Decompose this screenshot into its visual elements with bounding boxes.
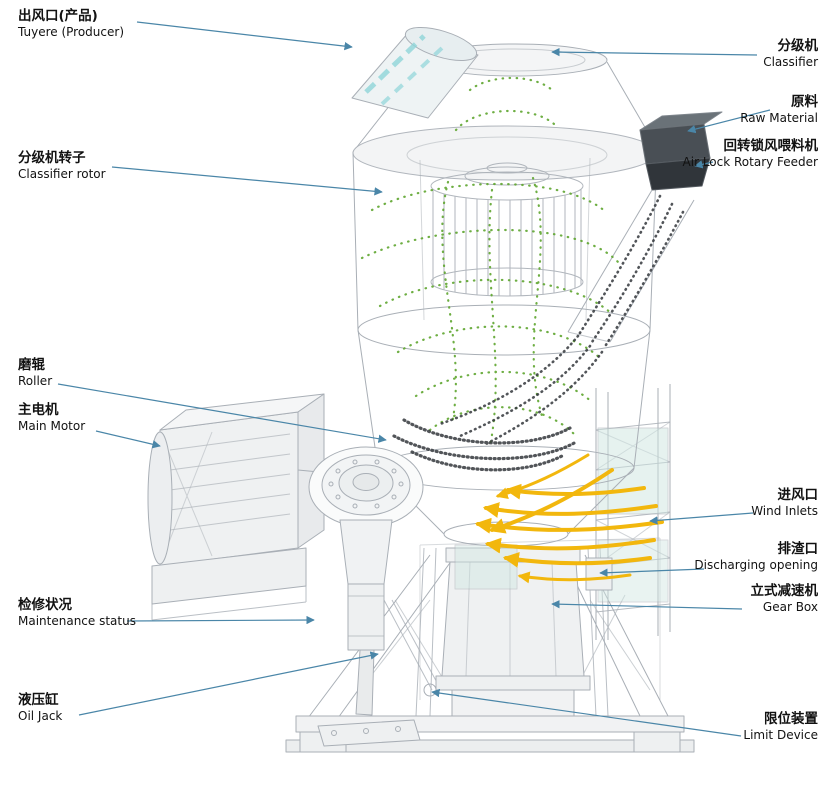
air-lock-rotary-feeder (639, 111, 723, 191)
label-discharging-zh: 排渣口 (777, 541, 819, 557)
label-discharging-en: Discharging opening (694, 558, 818, 573)
label-wind-inlets-en: Wind Inlets (751, 504, 818, 519)
leader-classifier (551, 47, 758, 57)
label-oil-jack: 液压缸 Oil Jack (18, 692, 62, 725)
label-tuyere-zh: 出风口(产品) (18, 8, 98, 24)
label-limit-device: 限位装置 Limit Device (743, 711, 818, 744)
leader-limit-device (431, 688, 742, 737)
label-classifier-rotor: 分级机转子 Classifier rotor (18, 150, 106, 183)
leader-classifier-rotor (111, 166, 383, 196)
tuyere-duct (351, 27, 479, 119)
label-tuyere-en: Tuyere (Producer) (18, 25, 125, 40)
label-limit-device-en: Limit Device (743, 728, 818, 743)
classifier-rotor-cage (430, 162, 584, 297)
wind-flow-arrows (474, 453, 664, 584)
label-main-motor-zh: 主电机 (18, 402, 59, 418)
airflow-particles (360, 76, 620, 448)
leader-wind-inlets (649, 512, 754, 525)
label-classifier-rotor-en: Classifier rotor (18, 167, 106, 182)
label-roller: 磨辊 Roller (18, 357, 52, 390)
leader-tuyere (136, 21, 353, 51)
mill-machine (147, 27, 723, 753)
leader-lines (57, 21, 771, 737)
label-main-motor-en: Main Motor (18, 419, 86, 434)
leader-main-motor (95, 430, 161, 449)
label-roller-zh: 磨辊 (18, 357, 45, 373)
label-air-lock-feeder: 回转锁风喂料机 Air Lock Rotary Feeder (683, 138, 818, 171)
label-gear-box-zh: 立式减速机 (750, 583, 819, 599)
label-main-motor: 主电机 Main Motor (18, 402, 85, 435)
label-raw-material-en: Raw Material (740, 111, 818, 126)
leader-maintenance (126, 615, 315, 625)
label-wind-inlets-zh: 进风口 (777, 487, 819, 503)
leader-raw-material (687, 109, 771, 134)
label-tuyere: 出风口(产品) Tuyere (Producer) (18, 8, 124, 41)
label-classifier-en: Classifier (763, 55, 818, 70)
leader-gear-box (551, 600, 743, 610)
hydraulic-cylinder (317, 519, 441, 747)
label-limit-device-zh: 限位装置 (764, 711, 818, 727)
label-classifier-rotor-zh: 分级机转子 (18, 150, 86, 166)
label-discharging: 排渣口 Discharging opening (694, 541, 818, 574)
service-panel (454, 544, 518, 590)
label-maintenance-en: Maintenance status (18, 614, 136, 629)
material-particles (392, 194, 685, 472)
main-motor (147, 393, 347, 621)
roller-bolt-circle (328, 459, 404, 509)
label-gear-box-en: Gear Box (762, 600, 818, 615)
label-oil-jack-zh: 液压缸 (18, 692, 59, 708)
leader-discharging (599, 568, 705, 577)
label-classifier-zh: 分级机 (777, 38, 819, 54)
label-air-lock-feeder-en: Air Lock Rotary Feeder (682, 155, 818, 170)
label-raw-material: 原料 Raw Material (740, 94, 818, 127)
grinding-roller (308, 446, 424, 528)
label-maintenance: 检修状况 Maintenance status (18, 597, 136, 630)
label-wind-inlets: 进风口 Wind Inlets (751, 487, 818, 520)
label-roller-en: Roller (18, 374, 53, 389)
label-maintenance-zh: 检修状况 (18, 597, 72, 613)
leader-roller (57, 383, 387, 443)
label-raw-material-zh: 原料 (791, 94, 818, 110)
label-air-lock-feeder-zh: 回转锁风喂料机 (723, 138, 819, 154)
label-gear-box: 立式减速机 Gear Box (751, 583, 819, 616)
leader-oil-jack (78, 651, 379, 716)
label-oil-jack-en: Oil Jack (18, 709, 63, 724)
leader-air-lock-feeder (694, 160, 714, 169)
label-classifier: 分级机 Classifier (763, 38, 818, 71)
